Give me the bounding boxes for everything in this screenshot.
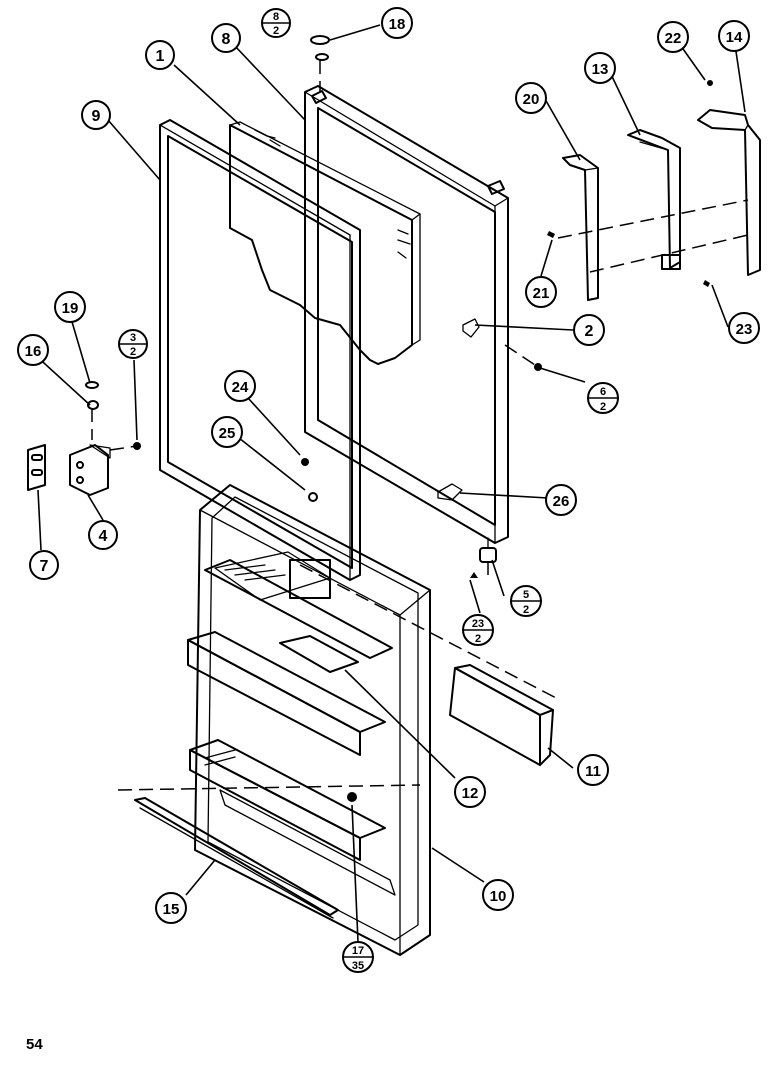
svg-text:21: 21: [533, 285, 550, 302]
callout-c10: 10: [482, 879, 514, 911]
callout-c7: 7: [29, 550, 59, 580]
callout-c26: 26: [545, 484, 577, 516]
svg-text:15: 15: [163, 901, 180, 918]
callout-c1: 1: [145, 40, 175, 70]
callout-c13: 13: [584, 52, 616, 84]
svg-text:10: 10: [490, 888, 507, 905]
svg-text:2: 2: [600, 401, 606, 413]
svg-text:9: 9: [92, 108, 101, 125]
callout-c14: 14: [718, 20, 750, 52]
svg-text:16: 16: [25, 343, 42, 360]
part-gasket: [159, 119, 361, 581]
svg-text:22: 22: [665, 30, 682, 47]
part-liner: [229, 121, 421, 365]
svg-text:17: 17: [352, 945, 364, 957]
assembly-lines: [91, 60, 749, 791]
fraction-callout-f5_2: 5 2: [510, 585, 542, 617]
callout-c2: 2: [573, 314, 605, 346]
svg-text:2: 2: [585, 323, 594, 340]
svg-text:23: 23: [736, 321, 753, 338]
callout-c16: 16: [17, 334, 49, 366]
svg-text:8: 8: [222, 31, 231, 48]
svg-text:2: 2: [475, 633, 481, 645]
svg-text:2: 2: [130, 346, 136, 358]
svg-text:6: 6: [600, 386, 606, 398]
fraction-callout-f8_2: 8 2: [261, 8, 291, 38]
part-brackets: [562, 109, 761, 301]
callout-c12: 12: [454, 776, 486, 808]
svg-text:2: 2: [273, 25, 279, 37]
part-inner-door: [187, 484, 431, 956]
svg-text:24: 24: [232, 379, 249, 396]
svg-text:4: 4: [99, 528, 108, 545]
fraction-callout-f17_35: 17 35: [342, 941, 374, 973]
fraction-callout-f23_2: 23 2: [462, 614, 494, 646]
page-number: 54: [26, 1036, 43, 1053]
svg-text:2: 2: [523, 604, 529, 616]
callout-c18: 18: [381, 7, 413, 39]
svg-text:20: 20: [523, 91, 540, 108]
callout-c23: 23: [728, 312, 760, 344]
part-trim-strip: [134, 797, 339, 919]
svg-text:7: 7: [40, 558, 49, 575]
callout-c4: 4: [88, 520, 118, 550]
callout-c15: 15: [155, 892, 187, 924]
fraction-callout-f3_2: 3 2: [118, 329, 148, 359]
callout-c19: 19: [54, 291, 86, 323]
svg-text:25: 25: [219, 425, 236, 442]
part-rail: [449, 664, 554, 766]
callout-c9: 9: [81, 100, 111, 130]
callout-c22: 22: [657, 21, 689, 53]
callout-c24: 24: [224, 370, 256, 402]
callout-c20: 20: [515, 82, 547, 114]
svg-text:1: 1: [156, 48, 165, 65]
svg-text:14: 14: [726, 29, 743, 46]
fraction-callout-f6_2: 6 2: [587, 382, 619, 414]
svg-text:3: 3: [130, 332, 136, 344]
svg-text:18: 18: [389, 16, 406, 33]
leader-lines: [32, 24, 746, 943]
callout-c21: 21: [525, 276, 557, 308]
svg-text:26: 26: [553, 493, 570, 510]
callout-c8: 8: [211, 23, 241, 53]
svg-text:35: 35: [352, 960, 364, 972]
svg-text:8: 8: [273, 11, 279, 23]
svg-text:5: 5: [523, 589, 529, 601]
part-door-frame: [304, 85, 509, 563]
svg-text:23: 23: [472, 618, 484, 630]
part-hinge: [27, 444, 111, 496]
callout-c25: 25: [211, 416, 243, 448]
svg-text:13: 13: [592, 61, 609, 78]
svg-text:11: 11: [585, 763, 601, 780]
callout-c11: 11: [577, 754, 609, 786]
svg-text:12: 12: [462, 785, 479, 802]
svg-text:19: 19: [62, 300, 79, 317]
